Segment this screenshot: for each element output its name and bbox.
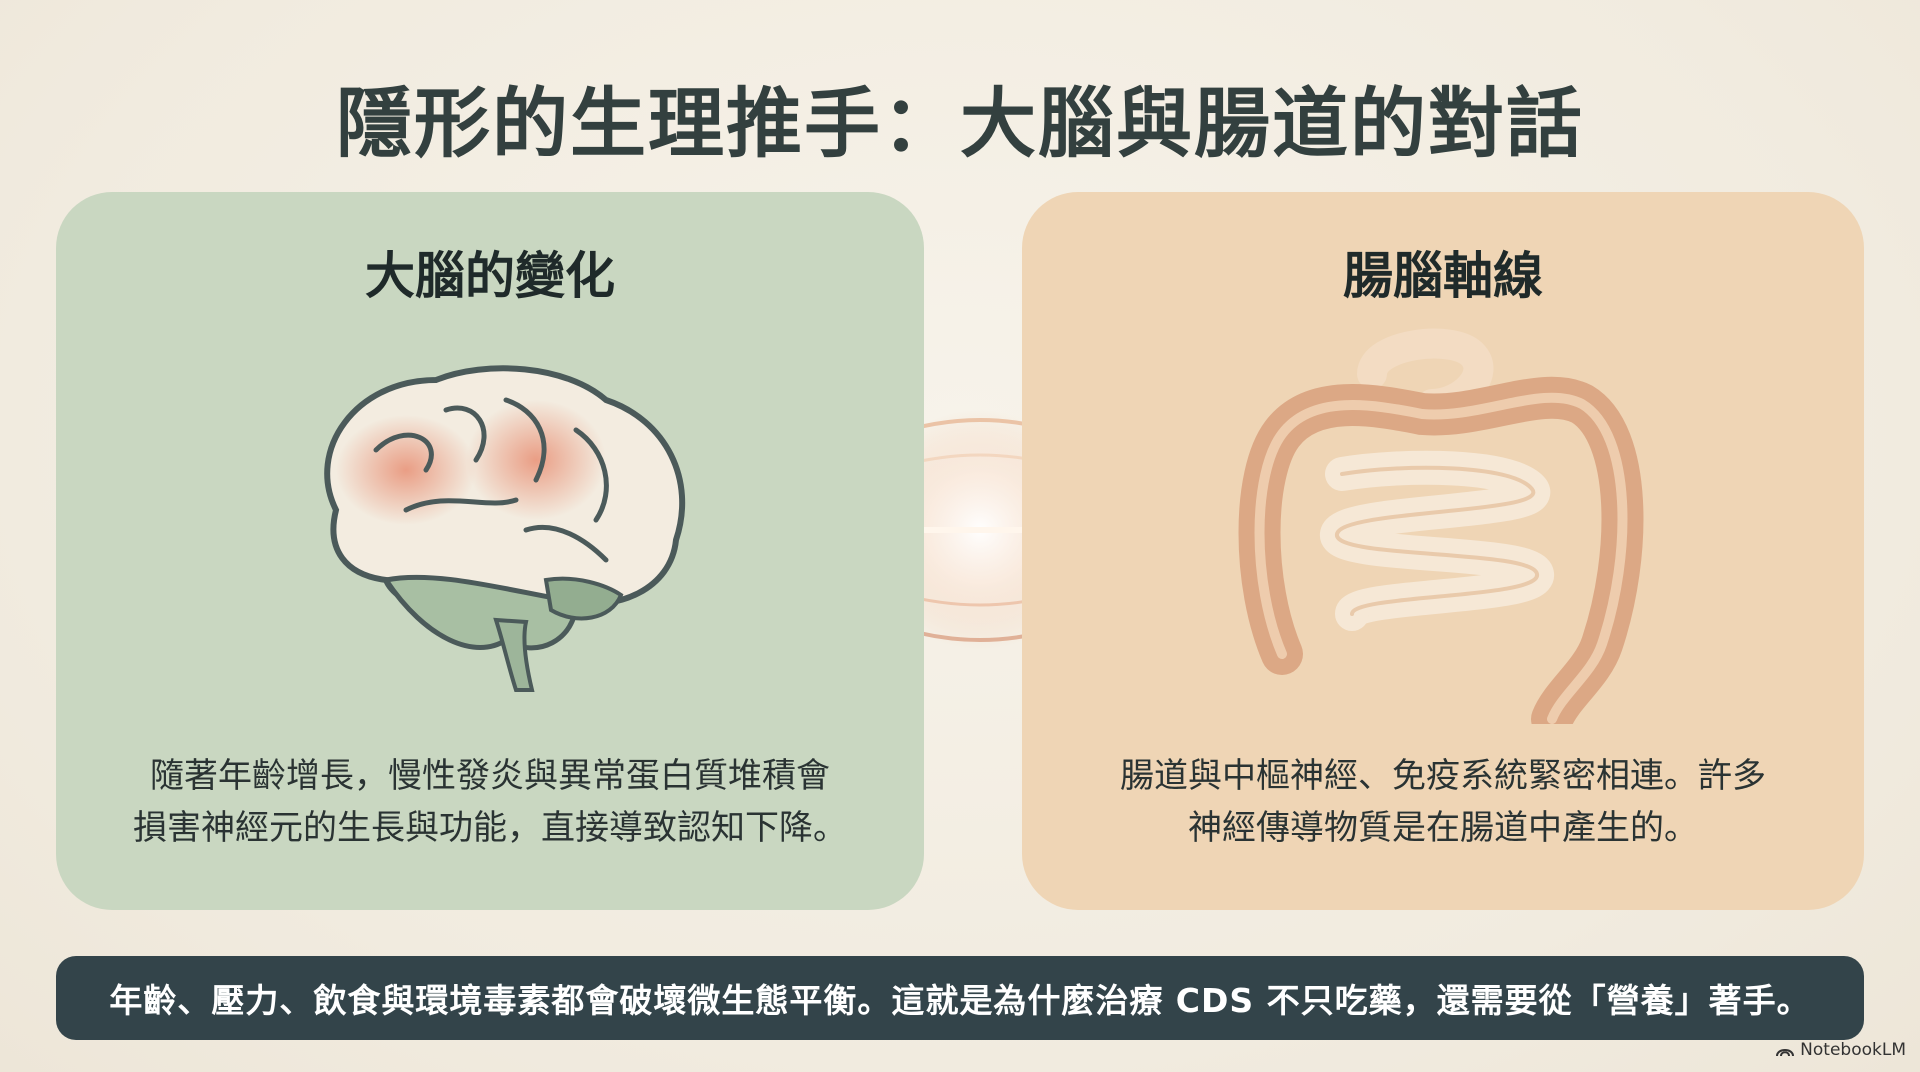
gut-brain-axis-panel: 腸腦軸線 腸道與中樞神經、免疫系統緊密相連。許多 神經傳導物質是在腸道中產生的。 [1022, 192, 1864, 910]
gut-text-line-1: 腸道與中樞神經、免疫系統緊密相連。許多 [1120, 756, 1766, 796]
summary-banner: 年齡、壓力、飲食與環境毒素都會破壞微生態平衡。這就是為什麼治療 CDS 不只吃藥… [56, 956, 1864, 1040]
brain-panel-description: 隨著年齡增長，慢性發炎與異常蛋白質堆積會 損害神經元的生長與功能，直接導致認知下… [86, 750, 894, 854]
brain-changes-panel: 大腦的變化 隨著年齡增長，慢性發炎與異常蛋白質堆積會 損害神經元的生長與功能，直… [56, 192, 924, 910]
brandmark-label: NotebookLM [1800, 1040, 1906, 1060]
slide-title: 隱形的生理推手：大腦與腸道的對話 [336, 79, 1584, 168]
gut-text-line-2: 神經傳導物質是在腸道中產生的。 [1188, 808, 1698, 848]
gut-panel-heading: 腸腦軸線 [1343, 247, 1543, 305]
notebooklm-brandmark: NotebookLM [1776, 1040, 1906, 1060]
brain-text-line-2: 損害神經元的生長與功能，直接導致認知下降。 [133, 808, 847, 848]
brain-icon [324, 365, 686, 692]
intestine-icon [1238, 328, 1644, 724]
brain-text-line-1: 隨著年齡增長，慢性發炎與異常蛋白質堆積會 [150, 756, 830, 796]
brain-panel-heading: 大腦的變化 [365, 247, 615, 305]
summary-banner-text: 年齡、壓力、飲食與環境毒素都會破壞微生態平衡。這就是為什麼治療 CDS 不只吃藥… [109, 981, 1811, 1020]
notebooklm-logo-icon [1776, 1049, 1795, 1057]
gut-panel-description: 腸道與中樞神經、免疫系統緊密相連。許多 神經傳導物質是在腸道中產生的。 [1052, 750, 1834, 854]
